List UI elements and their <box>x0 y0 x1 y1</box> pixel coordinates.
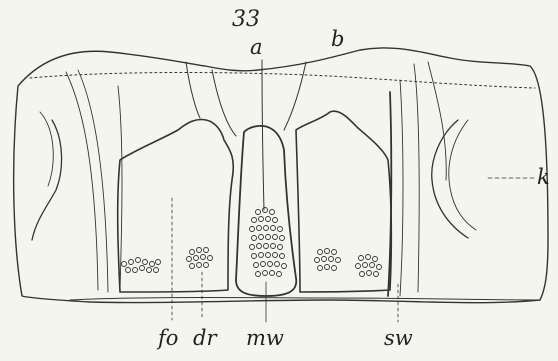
gland-cluster-dr <box>187 248 213 269</box>
section-outline <box>14 48 548 303</box>
gland-cluster-left <box>122 258 161 273</box>
left-cavity-fo <box>118 119 234 292</box>
left-lateral-fold <box>32 120 62 240</box>
label-fo: fo <box>156 326 178 350</box>
left-lateral-fold-inner <box>40 112 53 186</box>
right-pillar-sw-inner <box>400 80 403 296</box>
label-b: b <box>331 27 344 51</box>
right-lateral-bulge-k <box>432 120 468 238</box>
figure-number: 33 <box>232 7 260 32</box>
gland-cluster-right-2 <box>356 255 382 277</box>
gland-cluster-median <box>250 208 287 277</box>
right-lateral-bulge-inner <box>449 120 476 230</box>
label-k: k <box>537 165 550 189</box>
left-fiber-1 <box>66 72 98 290</box>
label-sw: sw <box>384 326 413 350</box>
label-a: a <box>250 35 263 59</box>
left-fiber-2 <box>78 70 108 292</box>
right-fiber-1 <box>414 64 419 292</box>
septum-right <box>284 62 306 130</box>
gland-cluster-right-1 <box>315 249 341 271</box>
label-mw: mw <box>246 326 284 350</box>
label-dr: dr <box>193 326 218 350</box>
median-canal-line <box>262 60 264 210</box>
dotted-surface-line <box>30 73 535 89</box>
septum-left <box>186 62 200 118</box>
right-fiber-2 <box>428 62 446 180</box>
